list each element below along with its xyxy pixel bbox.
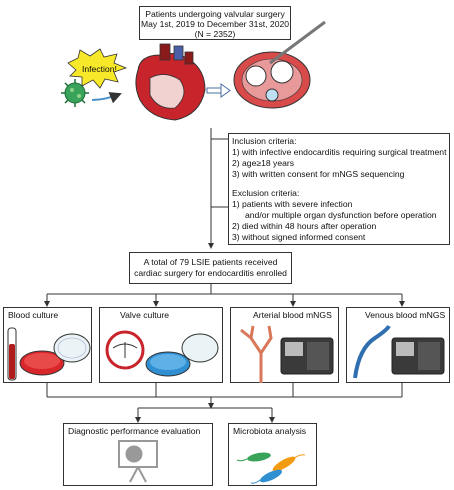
infection-illustration	[61, 20, 326, 121]
microbiota-analysis-box: Microbiota analysis	[228, 423, 317, 486]
sequencer-icon	[280, 337, 334, 375]
right-arrow-icon	[206, 83, 231, 98]
panel-label: Venous blood mNGS	[365, 310, 446, 320]
diagnostic-performance-box: Diagnostic performance evaluation	[63, 423, 213, 486]
blood-tube-icon	[7, 327, 17, 381]
panel-label: Blood culture	[8, 310, 59, 320]
enrolled-line-1: A total of 79 LSIE patients received	[143, 257, 278, 267]
panel-arterial-blood-mngs: Arterial blood mNGS	[230, 307, 339, 383]
petri-lid-icon	[181, 333, 219, 363]
enrolled-line-2: cardiac surgery for endocarditis enrolle…	[134, 268, 287, 278]
panel-venous-blood-mngs: Venous blood mNGS	[346, 307, 450, 383]
inclusion-item-2: 2) age≥18 years	[232, 158, 295, 168]
inclusion-title: Inclusion criteria:	[232, 136, 297, 146]
output-label: Diagnostic performance evaluation	[68, 426, 201, 436]
population-line-1: Patients undergoing valvular surgery	[145, 9, 285, 19]
petri-lid-icon	[53, 333, 91, 363]
panel-valve-culture: Valve culture	[99, 307, 223, 383]
population-line-3: (N = 2352)	[194, 29, 236, 39]
infection-label: Infection!	[82, 64, 117, 74]
blue-petri-dish-icon	[145, 351, 191, 377]
sequencer-icon	[391, 337, 445, 375]
population-line-2: May 1st, 2019 to December 31st, 2020	[140, 19, 290, 29]
vein-icon	[353, 324, 391, 379]
bacteria-icon	[236, 452, 306, 484]
exclusion-item-3: 3) without signed informed consent	[232, 232, 366, 242]
panel-label: Valve culture	[120, 310, 170, 320]
inclusion-item-3: 3) with written consent for mNGS sequenc…	[232, 169, 405, 179]
criteria-box: Inclusion criteria: 1) with infective en…	[228, 133, 450, 245]
valve-ring-icon	[105, 330, 145, 370]
burst-icon	[67, 48, 128, 89]
panel-blood-culture: Blood culture	[3, 307, 92, 383]
exclusion-item-1-cont: and/or multiple organ dysfunction before…	[245, 210, 437, 220]
exclusion-item-1: 1) patients with severe infection	[232, 199, 353, 209]
exclusion-title: Exclusion criteria:	[232, 188, 300, 198]
valve-section-icon	[233, 20, 326, 109]
heart-icon	[135, 43, 206, 121]
output-label: Microbiota analysis	[233, 426, 307, 436]
panel-label: Arterial blood mNGS	[253, 310, 332, 320]
red-petri-dish-icon	[19, 350, 65, 376]
exclusion-item-2: 2) died within 48 hours after operation	[232, 221, 377, 231]
enrolled-box: A total of 79 LSIE patients received car…	[129, 252, 292, 284]
inclusion-item-1: 1) with infective endocarditis requiring…	[232, 147, 447, 157]
virus-icon	[61, 79, 89, 107]
artery-icon	[240, 325, 273, 383]
population-box: Patients undergoing valvular surgery May…	[139, 6, 291, 40]
presentation-chart-icon	[118, 440, 158, 483]
